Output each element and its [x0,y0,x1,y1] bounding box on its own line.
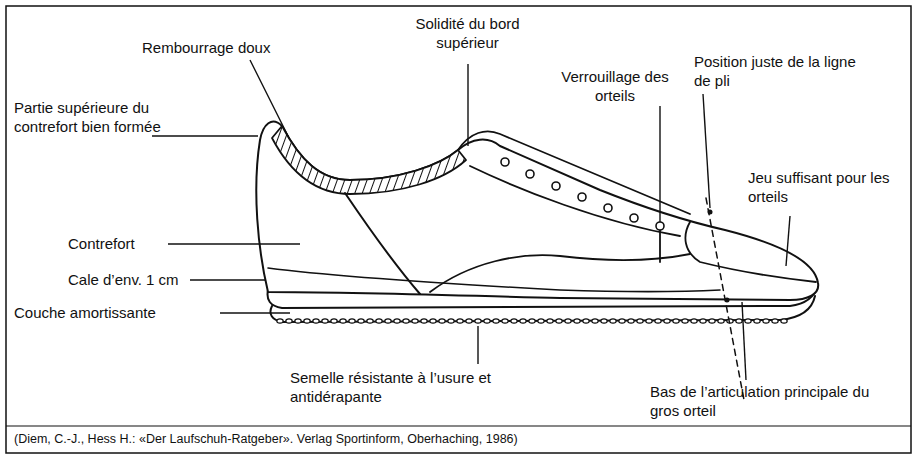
part-label: Bas de l’articulation principale du gros… [650,382,895,420]
fold-line [706,198,744,400]
fold-dot [725,298,730,303]
part-label: Couche amortissante [14,303,224,322]
toe-cap [685,222,816,282]
frame [6,6,911,453]
part-label: Solidité du bord supérieur [395,14,540,52]
heel-wedge [268,268,720,292]
frame-divider [6,425,911,426]
part-label: Cale d’env. 1 cm [68,270,208,289]
part-label: Jeu suffisant pour les orteils [748,168,898,206]
padding-collar [272,126,466,194]
part-label: Rembourrage doux [142,38,342,57]
part-label: Semelle résistante à l’usure et antidéra… [290,368,520,406]
source-caption: (Diem, C.-J., Hess H.: «Der Laufschuh-Ra… [14,432,518,446]
quarter-panel [430,254,690,292]
shoe-upper [256,122,818,300]
part-label: Partie supérieure du contrefort bien for… [14,98,164,136]
part-label: Verrouillage des orteils [560,67,670,105]
leader-lines [152,60,790,380]
fold-dot [708,210,713,215]
eyelet-strip [470,166,680,236]
toe-lock-line [659,230,661,262]
eyelets [501,158,664,230]
part-label: Position juste de la ligne de pli [694,52,864,90]
part-label: Contrefort [68,234,208,253]
tongue [458,131,690,214]
outsole-tread [277,319,787,323]
